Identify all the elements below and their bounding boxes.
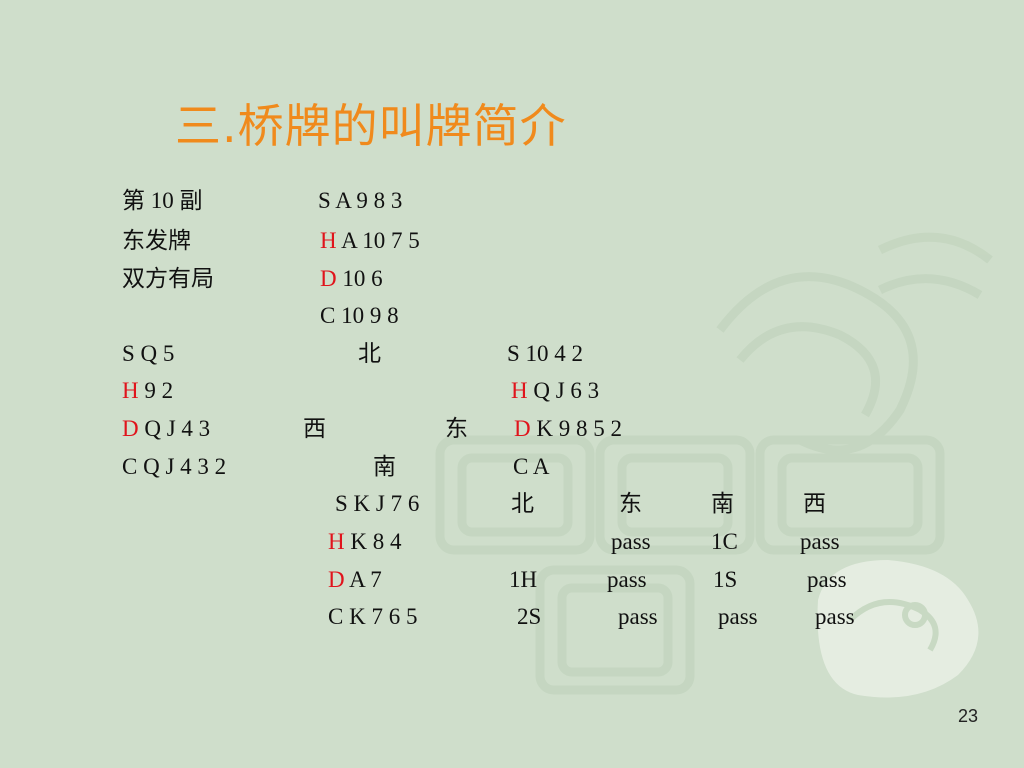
south-clubs: C K 7 6 5 [328,604,418,629]
south-hearts: H K 8 4 [328,529,402,554]
auction-bid: pass [815,604,855,629]
auction-header-south: 南 [711,491,734,516]
compass-south: 南 [373,454,396,479]
diamonds-suit: D [122,416,139,441]
auction-bid: 1H [509,567,538,592]
auction-bid: pass [607,567,647,592]
hearts-suit: H [328,529,345,554]
compass-north: 北 [358,341,381,366]
deal-number: 第 10 副 [122,188,203,213]
west-diamonds: D Q J 4 3 [122,416,211,441]
hearts-suit: H [511,378,528,403]
west-hearts: H 9 2 [122,378,174,403]
auction-header-east: 东 [619,491,642,516]
compass-west: 西 [303,416,326,441]
compass-east: 东 [445,416,468,441]
east-spades: S 10 4 2 [507,341,584,366]
east-clubs: C A [513,454,550,479]
auction-bid: pass [618,604,658,629]
west-spades: S Q 5 [122,341,175,366]
east-diamonds: D K 9 8 5 2 [514,416,622,441]
diamonds-suit: D [320,266,337,291]
north-hearts: H A 10 7 5 [320,228,420,253]
auction-header-north: 北 [511,491,534,516]
east-hearts: H Q J 6 3 [511,378,600,403]
page-number: 23 [958,706,979,726]
south-spades: S K J 7 6 [335,491,420,516]
dealer: 东发牌 [122,228,191,253]
auction-header-west: 西 [803,491,826,516]
auction-bid: 1C [711,529,738,554]
vulnerability: 双方有局 [122,266,214,291]
diamonds-suit: D [514,416,531,441]
auction-bid: pass [611,529,651,554]
diamonds-suit: D [328,567,345,592]
auction-bid: 2S [517,604,542,629]
north-clubs: C 10 9 8 [320,303,399,328]
slide-title: 三.桥牌的叫牌简介 [175,99,567,153]
auction-bid: 1S [713,567,738,592]
west-clubs: C Q J 4 3 2 [122,454,227,479]
auction-bid: pass [718,604,758,629]
auction-bid: pass [800,529,840,554]
south-diamonds: D A 7 [328,567,382,592]
hearts-suit: H [320,228,337,253]
north-diamonds: D 10 6 [320,266,383,291]
north-spades: S A 9 8 3 [318,188,403,213]
auction-bid: pass [807,567,847,592]
hearts-suit: H [122,378,139,403]
